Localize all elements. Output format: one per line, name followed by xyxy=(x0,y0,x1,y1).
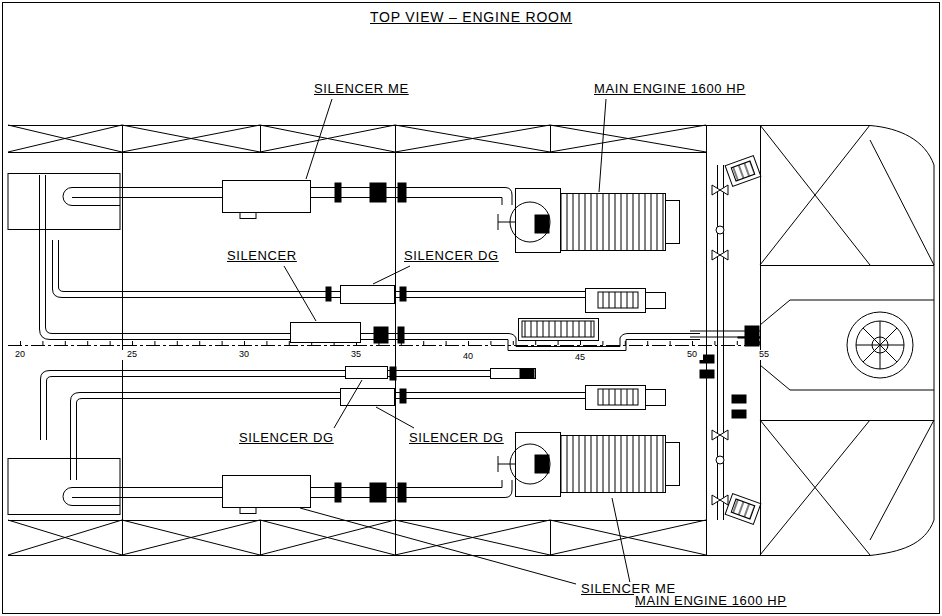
part-label: MAIN ENGINE 1600 HP xyxy=(634,594,788,608)
frame-number: 35 xyxy=(345,350,367,360)
frame-number: 30 xyxy=(233,350,255,360)
frame-number: 20 xyxy=(9,350,31,360)
part-label: MAIN ENGINE 1600 HP xyxy=(593,82,747,96)
frame-number: 40 xyxy=(457,352,479,362)
part-label: SILENCER ME xyxy=(313,82,410,96)
frame-number: 55 xyxy=(753,350,775,360)
part-label: SILENCER DG xyxy=(403,249,500,263)
frame-number: 50 xyxy=(681,350,703,360)
part-label: SILENCER xyxy=(226,249,298,263)
frame-number: 45 xyxy=(569,353,591,363)
part-label: SILENCER DG xyxy=(238,431,335,445)
frame-number: 25 xyxy=(121,350,143,360)
part-label: SILENCER DG xyxy=(408,431,505,445)
drawing-title: TOP VIEW – ENGINE ROOM xyxy=(370,10,572,25)
